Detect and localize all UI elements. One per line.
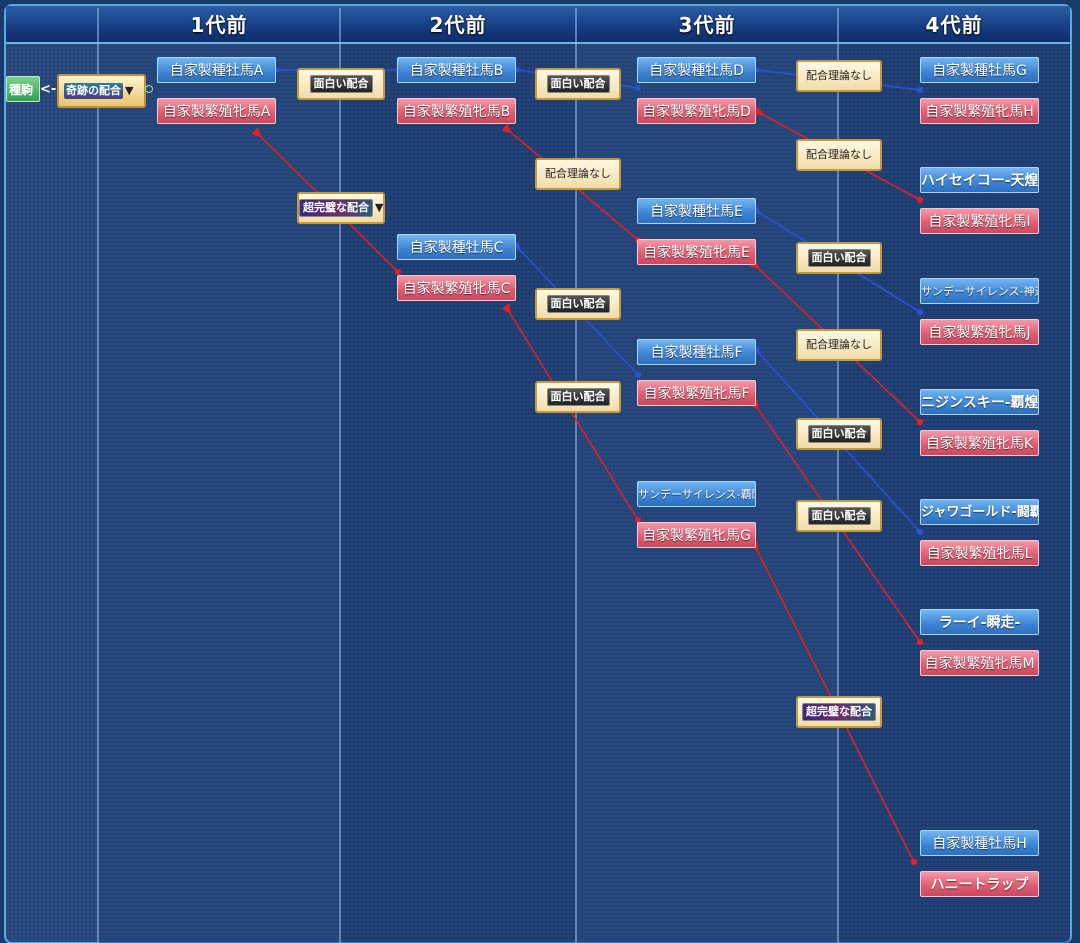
column-divider bbox=[837, 8, 839, 943]
dam-node-g[interactable]: 自家製繁殖牝馬G bbox=[637, 522, 756, 548]
sire-node-gen4-1[interactable]: 自家製種牡馬G bbox=[920, 57, 1039, 83]
dam-node-gen4-6[interactable]: 自家製繁殖牝馬M bbox=[920, 650, 1039, 676]
link-dot bbox=[916, 418, 924, 426]
sire-node-d[interactable]: 自家製種牡馬D bbox=[637, 57, 756, 83]
combo-label: 配合理論なし bbox=[806, 148, 872, 161]
combo-badge-c: 面白い配合 bbox=[535, 288, 621, 320]
combo-label: 面白い配合 bbox=[309, 75, 373, 93]
sire-node-gen4-3[interactable]: サンデーサイレンス-神速- bbox=[920, 278, 1039, 304]
combo-badge-f: 面白い配合 bbox=[796, 418, 882, 450]
header-gen3: 3代前 bbox=[678, 13, 736, 37]
combo-label: 配合理論なし bbox=[806, 338, 872, 351]
link-dot bbox=[916, 528, 924, 536]
sire-node-gen4-6[interactable]: ラーイ-瞬走- bbox=[920, 609, 1039, 635]
sire-node-gen4-5[interactable]: ジャワゴールド-闘覇- bbox=[920, 499, 1039, 525]
link-dot bbox=[916, 308, 924, 316]
combo-badge-f-dam: 面白い配合 bbox=[796, 500, 882, 532]
lead-arrow: <- bbox=[40, 82, 57, 97]
combo-label: 面白い配合 bbox=[807, 425, 871, 443]
sire-node-gen4-2[interactable]: ハイセイコー-天煌- bbox=[920, 167, 1039, 193]
combo-badge-b-dam: 配合理論なし bbox=[535, 158, 621, 190]
chevron-down-icon[interactable]: ▼ bbox=[125, 84, 134, 97]
link-dam-c bbox=[501, 303, 639, 521]
link-dot bbox=[635, 372, 641, 378]
combo-label: 面白い配合 bbox=[546, 388, 610, 406]
miracle-combination[interactable]: 奇跡の配合▼ bbox=[57, 74, 146, 108]
link-dot bbox=[916, 196, 924, 204]
combo-badge-a-dam[interactable]: 超完璧な配合▼ bbox=[297, 192, 385, 224]
chevron-down-icon[interactable]: ▼ bbox=[375, 201, 384, 214]
column-band-gen1 bbox=[98, 6, 340, 943]
sire-node-f[interactable]: 自家製種牡馬F bbox=[637, 339, 756, 365]
combo-label: 面白い配合 bbox=[546, 75, 610, 93]
combo-label: 配合理論なし bbox=[806, 69, 872, 82]
combo-label: 超完璧な配合 bbox=[299, 199, 373, 217]
sire-node-g[interactable]: サンデーサイレンス-覇閃- bbox=[637, 481, 756, 507]
foal-node[interactable]: 種駒 bbox=[6, 76, 40, 102]
column-divider bbox=[339, 8, 341, 943]
dam-node-e[interactable]: 自家製繁殖牝馬E bbox=[637, 239, 756, 265]
combo-badge-d-dam: 配合理論なし bbox=[796, 139, 882, 171]
combo-label: 面白い配合 bbox=[807, 249, 871, 267]
sire-node-b[interactable]: 自家製種牡馬B bbox=[397, 57, 516, 83]
dam-node-gen4-7[interactable]: ハニートラップ bbox=[920, 871, 1039, 897]
combo-label: 超完璧な配合 bbox=[802, 703, 876, 721]
combo-badge-d: 配合理論なし bbox=[796, 60, 882, 92]
link-dot bbox=[916, 86, 924, 94]
combo-label: 面白い配合 bbox=[807, 507, 871, 525]
sire-node-gen4-4[interactable]: ニジンスキー-覇煌- bbox=[920, 389, 1039, 415]
combo-badge-g-dam: 超完璧な配合 bbox=[796, 696, 882, 728]
combo-badge-e: 面白い配合 bbox=[796, 242, 882, 274]
combo-badge-e-dam: 配合理論なし bbox=[796, 329, 882, 361]
dam-node-c[interactable]: 自家製繁殖牝馬C bbox=[397, 275, 516, 301]
generation-header bbox=[6, 6, 1070, 44]
sire-node-c[interactable]: 自家製種牡馬C bbox=[397, 234, 516, 260]
link-dot bbox=[910, 858, 918, 866]
dam-node-b[interactable]: 自家製繁殖牝馬B bbox=[397, 98, 516, 124]
sire-node-a[interactable]: 自家製種牡馬A bbox=[157, 57, 276, 83]
link-dot bbox=[916, 638, 924, 646]
dam-node-gen4-3[interactable]: 自家製繁殖牝馬J bbox=[920, 319, 1039, 345]
column-divider bbox=[97, 8, 99, 943]
link-dot bbox=[395, 269, 401, 275]
header-gen1: 1代前 bbox=[190, 13, 248, 37]
dam-node-d[interactable]: 自家製繁殖牝馬D bbox=[637, 98, 756, 124]
combo-label: 面白い配合 bbox=[546, 295, 610, 313]
dam-node-gen4-5[interactable]: 自家製繁殖牝馬L bbox=[920, 540, 1039, 566]
dam-node-a[interactable]: 自家製繁殖牝馬A bbox=[157, 98, 276, 124]
combo-badge-a: 面白い配合 bbox=[297, 68, 385, 100]
header-gen4: 4代前 bbox=[925, 13, 983, 37]
link-dot bbox=[635, 517, 641, 523]
miracle-label: 奇跡の配合 bbox=[64, 83, 123, 99]
sire-node-gen4-7[interactable]: 自家製種牡馬H bbox=[920, 830, 1039, 856]
connector-circle-icon bbox=[145, 85, 153, 93]
dam-node-gen4-2[interactable]: 自家製繁殖牝馬I bbox=[920, 208, 1039, 234]
header-gen2: 2代前 bbox=[429, 13, 487, 37]
dam-node-gen4-4[interactable]: 自家製繁殖牝馬K bbox=[920, 430, 1039, 456]
link-dot bbox=[635, 85, 641, 91]
column-divider bbox=[575, 8, 577, 943]
combo-badge-c-dam: 面白い配合 bbox=[535, 381, 621, 413]
combo-badge-b: 面白い配合 bbox=[535, 68, 621, 100]
dam-node-f[interactable]: 自家製繁殖牝馬F bbox=[637, 380, 756, 406]
sire-node-e[interactable]: 自家製種牡馬E bbox=[637, 198, 756, 224]
dam-node-gen4-1[interactable]: 自家製繁殖牝馬H bbox=[920, 98, 1039, 124]
combo-label: 配合理論なし bbox=[545, 167, 611, 180]
